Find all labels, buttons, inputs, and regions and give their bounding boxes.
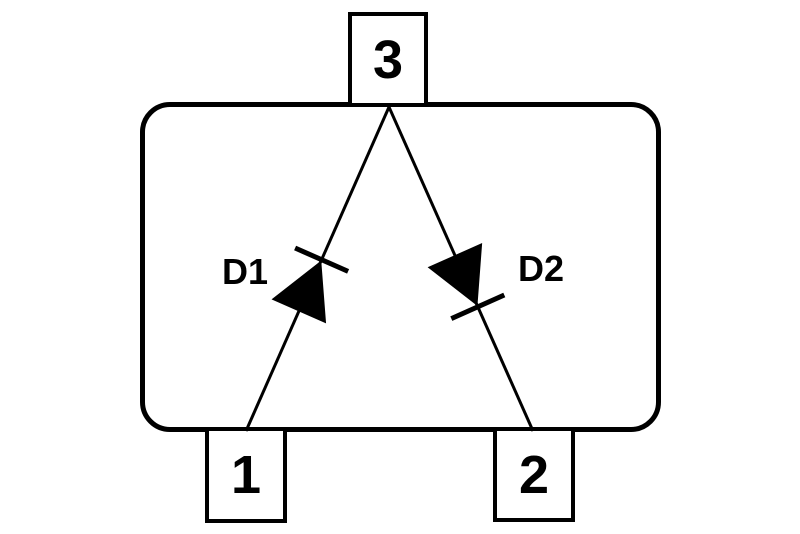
d1-cathode-bar-icon (294, 245, 350, 274)
diode-d2-symbol (427, 243, 506, 321)
pin-1-label: 1 (230, 445, 262, 505)
diode-d1-symbol (271, 245, 350, 324)
pin-3-label: 3 (372, 29, 404, 90)
pin-1-box: 1 (205, 427, 287, 523)
pin-2-box: 2 (493, 427, 575, 522)
pin-3-box: 3 (348, 12, 428, 107)
pin-2-label: 2 (518, 444, 550, 505)
d2-cathode-bar-icon (450, 292, 506, 321)
d1-anode-triangle-icon (271, 260, 327, 324)
d2-anode-triangle-icon (427, 243, 483, 306)
diode-d1-label: D1 (221, 251, 268, 292)
diode-d2-label: D2 (518, 248, 565, 289)
